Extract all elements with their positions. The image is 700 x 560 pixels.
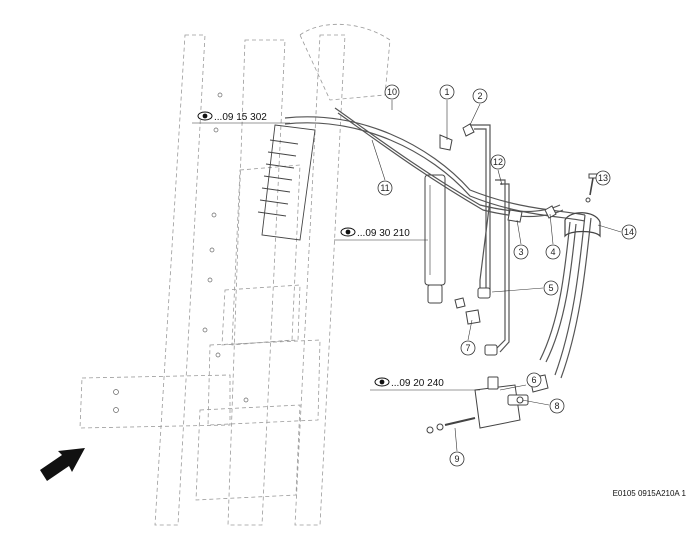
- hydraulic-cylinder: [424, 174, 446, 304]
- callout-8: 8: [549, 398, 565, 414]
- eye-icon: [340, 227, 356, 237]
- callout-11: 11: [377, 180, 393, 196]
- machine-frame: [79, 23, 391, 526]
- callout-10: 10: [384, 84, 400, 100]
- arrow-icon: [40, 448, 85, 481]
- svg-text:4: 4: [550, 247, 555, 257]
- callout-7: 7: [460, 340, 476, 356]
- svg-text:10: 10: [387, 87, 397, 97]
- bolt-9: [426, 417, 476, 434]
- callout-2: 2: [472, 88, 488, 104]
- svg-text:2: 2: [477, 91, 482, 101]
- svg-text:...09 15 302: ...09 15 302: [214, 112, 267, 123]
- rigid-pipes: [470, 124, 510, 353]
- callout-9: 9: [449, 451, 465, 467]
- callout-5: 5: [543, 280, 559, 296]
- callout-3: 3: [513, 244, 529, 260]
- svg-text:11: 11: [380, 183, 389, 193]
- fittings: [439, 123, 557, 393]
- eye-icon: [374, 377, 390, 387]
- callout-12: 12: [490, 154, 506, 170]
- eye-icon: [197, 111, 213, 121]
- svg-text:...09 20 240: ...09 20 240: [391, 378, 444, 389]
- drawing-code: E0105 0915A210A 1: [613, 489, 687, 498]
- reference-09-20-240: ...09 20 240: [374, 377, 444, 389]
- svg-text:1: 1: [444, 87, 449, 97]
- callout-6: 6: [526, 372, 542, 388]
- leader-lines: [192, 100, 622, 452]
- svg-text:9: 9: [454, 454, 459, 464]
- reference-09-30-210: ...09 30 210: [340, 227, 410, 239]
- svg-text:3: 3: [518, 247, 523, 257]
- frame-bolt-holes: [113, 92, 249, 413]
- spring-mechanism: [257, 124, 316, 241]
- svg-text:13: 13: [598, 173, 608, 183]
- svg-text:...09 30 210: ...09 30 210: [357, 228, 410, 239]
- callout-13: 13: [595, 170, 611, 186]
- callout-1: 1: [439, 84, 455, 100]
- svg-text:6: 6: [531, 375, 536, 385]
- clamp-14: [564, 212, 601, 238]
- svg-text:5: 5: [548, 283, 553, 293]
- reference-09-15-302: ...09 15 302: [197, 111, 267, 123]
- svg-text:8: 8: [554, 401, 559, 411]
- callout-14: 14: [621, 224, 637, 240]
- svg-text:14: 14: [624, 227, 634, 237]
- callout-4: 4: [545, 244, 561, 260]
- valve-block: [474, 376, 529, 429]
- svg-text:7: 7: [465, 343, 470, 353]
- svg-text:12: 12: [493, 157, 503, 167]
